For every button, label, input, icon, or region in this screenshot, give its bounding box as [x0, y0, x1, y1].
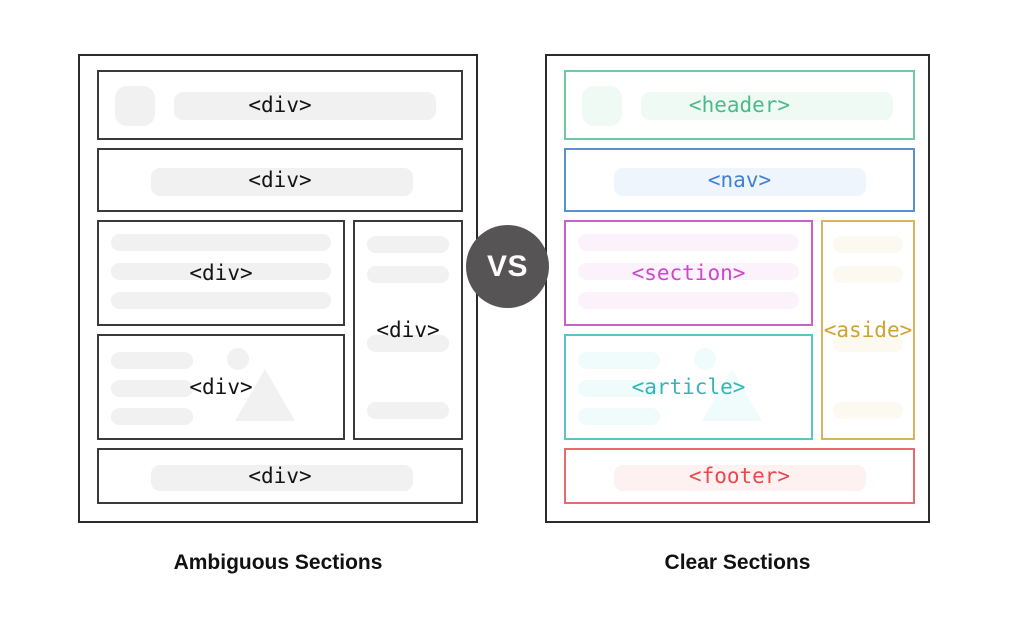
text-line-placeholder	[833, 266, 903, 283]
ambiguous-section-tag: <div>	[189, 261, 253, 285]
logo-placeholder	[115, 86, 155, 126]
ambiguous-footer-box[interactable]: <div>	[97, 448, 463, 504]
image-triangle-placeholder	[702, 369, 762, 421]
text-line-placeholder	[367, 266, 449, 283]
logo-placeholder	[582, 86, 622, 126]
text-line-placeholder	[833, 236, 903, 253]
clear-sections-caption: Clear Sections	[664, 551, 811, 574]
ambiguous-section-box[interactable]: <div>	[97, 220, 345, 326]
semantic-section-box[interactable]: <section>	[564, 220, 813, 326]
vs-label: VS	[486, 249, 529, 283]
semantic-aside-tag: <aside>	[823, 318, 913, 342]
text-line-placeholder	[367, 402, 449, 419]
semantic-footer-tag: <footer>	[688, 464, 791, 488]
semantic-nav-box[interactable]: <nav>	[564, 148, 915, 212]
text-line-placeholder	[111, 408, 193, 425]
ambiguous-nav-box[interactable]: <div>	[97, 148, 463, 212]
text-line-placeholder	[111, 263, 331, 280]
semantic-article-tag: <article>	[631, 375, 746, 399]
text-line-placeholder	[578, 292, 799, 309]
footer-bar-placeholder	[151, 465, 413, 491]
semantic-section-tag: <section>	[631, 261, 746, 285]
text-line-placeholder	[367, 236, 449, 253]
footer-bar-placeholder	[614, 465, 866, 491]
nav-bar-placeholder	[151, 168, 413, 196]
image-triangle-placeholder	[235, 369, 295, 421]
ambiguous-layout-wireframe: <div> <div> <div> <div>	[97, 70, 463, 507]
ambiguous-article-tag: <div>	[189, 375, 253, 399]
image-circle-placeholder	[694, 348, 716, 370]
ambiguous-aside-tag: <div>	[376, 318, 440, 342]
ambiguous-nav-tag: <div>	[248, 168, 312, 192]
text-line-placeholder	[111, 292, 331, 309]
text-line-placeholder	[111, 234, 331, 251]
text-line-placeholder	[111, 352, 193, 369]
ambiguous-article-box[interactable]: <div>	[97, 334, 345, 440]
text-line-placeholder	[578, 352, 660, 369]
semantic-layout-wireframe: <header> <nav> <section> <art	[564, 70, 915, 507]
text-line-placeholder	[578, 380, 660, 397]
ambiguous-footer-tag: <div>	[248, 464, 312, 488]
semantic-article-box[interactable]: <article>	[564, 334, 813, 440]
image-circle-placeholder	[227, 348, 249, 370]
clear-sections-panel: <header> <nav> <section> <art	[545, 54, 930, 523]
text-line-placeholder	[578, 408, 660, 425]
text-line-placeholder	[578, 263, 799, 280]
text-line-placeholder	[367, 335, 449, 352]
semantic-nav-tag: <nav>	[707, 168, 772, 192]
title-bar-placeholder	[174, 92, 436, 120]
semantic-header-box[interactable]: <header>	[564, 70, 915, 140]
vs-badge: VS	[466, 225, 549, 308]
text-line-placeholder	[833, 402, 903, 419]
title-bar-placeholder	[641, 92, 893, 120]
ambiguous-sections-caption: Ambiguous Sections	[173, 551, 383, 574]
semantic-aside-box[interactable]: <aside>	[821, 220, 915, 440]
ambiguous-aside-box[interactable]: <div>	[353, 220, 463, 440]
ambiguous-sections-panel: <div> <div> <div> <div>	[78, 54, 478, 523]
ambiguous-header-tag: <div>	[248, 93, 312, 117]
semantic-header-tag: <header>	[688, 93, 791, 117]
nav-bar-placeholder	[614, 168, 866, 196]
semantic-footer-box[interactable]: <footer>	[564, 448, 915, 504]
ambiguous-header-box[interactable]: <div>	[97, 70, 463, 140]
text-line-placeholder	[578, 234, 799, 251]
text-line-placeholder	[111, 380, 193, 397]
text-line-placeholder	[833, 335, 903, 352]
